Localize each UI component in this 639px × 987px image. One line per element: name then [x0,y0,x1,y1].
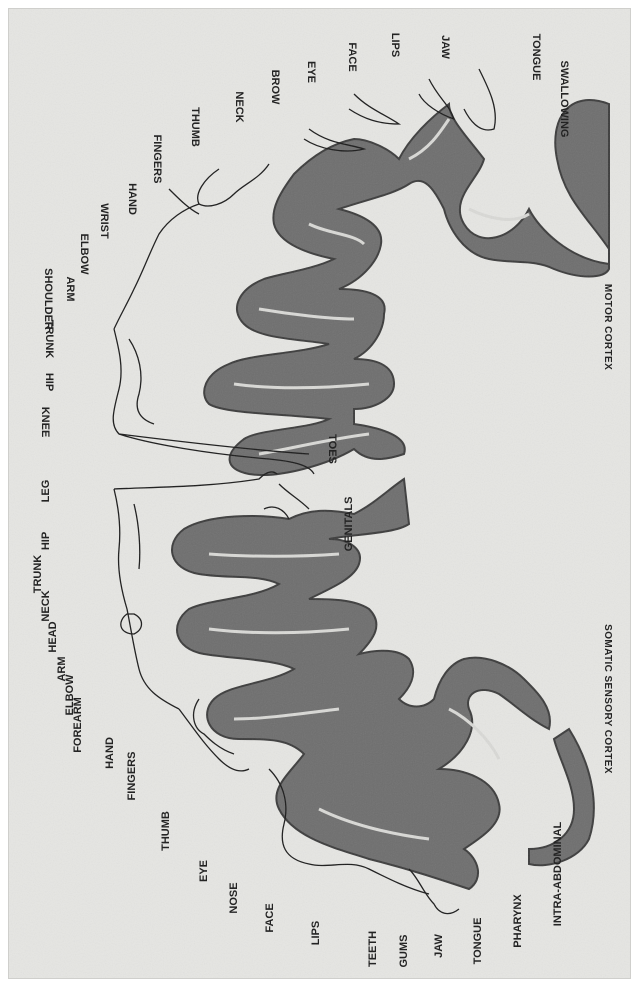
paper-grain [9,9,631,979]
homunculus-diagram: MOTOR CORTEX SOMATIC SENSORY CORTEX KNEE… [9,9,631,979]
homunculus-figure: MOTOR CORTEX SOMATIC SENSORY CORTEX KNEE… [8,8,631,979]
